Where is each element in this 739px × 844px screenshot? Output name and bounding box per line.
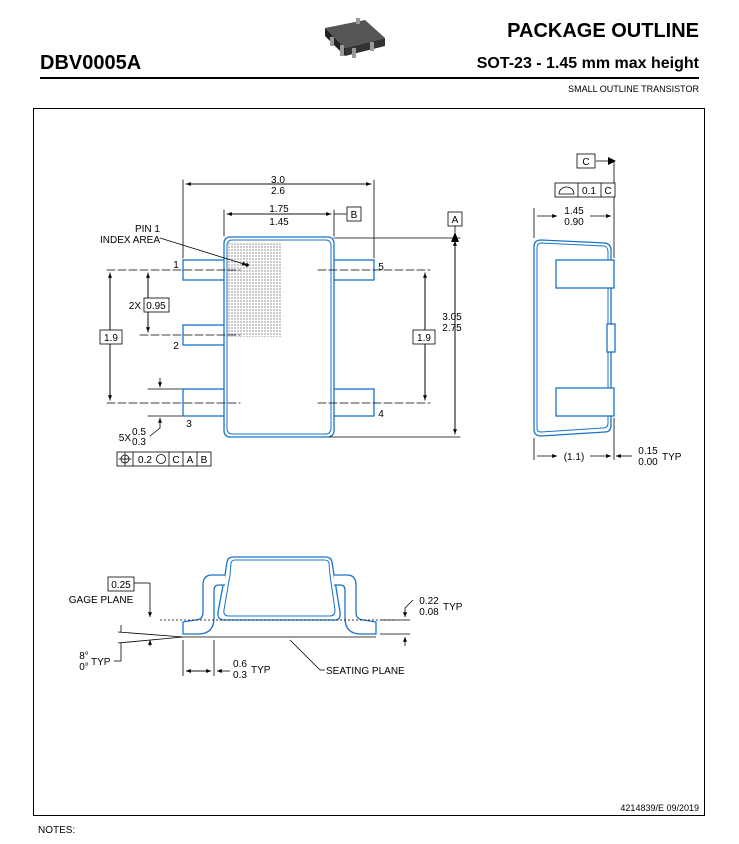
side-standoff-ref: (1.1)	[564, 452, 585, 463]
page-title: PACKAGE OUTLINE	[507, 20, 699, 42]
dim-body-width-max: 1.75	[269, 204, 289, 215]
datum-b-label: B	[351, 210, 358, 221]
package-description: SMALL OUTLINE TRANSISTOR	[568, 84, 699, 94]
span-right-box	[412, 329, 436, 345]
notes-label: NOTES:	[38, 825, 76, 836]
pin1-label-line2: INDEX AREA	[100, 235, 160, 246]
datum-c-label: C	[582, 157, 589, 168]
fcf-datum-2: A	[187, 455, 194, 466]
side-standoff-min: 0.00	[638, 457, 658, 468]
gage-plane-label: GAGE PLANE	[69, 595, 134, 606]
seating-plane-label: SEATING PLANE	[326, 666, 405, 677]
dim-total-width-min: 2.6	[271, 186, 285, 197]
fcf-datum-1: C	[172, 455, 179, 466]
detail-view-body	[217, 556, 341, 621]
detail-view-lead-left	[182, 574, 225, 635]
drawing-frame	[33, 108, 705, 816]
pin-number-4: 4	[378, 409, 384, 420]
foot-length-typ: TYP	[251, 665, 271, 676]
header-divider	[40, 77, 699, 79]
angle-typ: TYP	[91, 657, 111, 668]
foot-length-max: 0.6	[233, 659, 247, 670]
position-symbol-icon	[118, 452, 166, 466]
datum-c-box	[576, 153, 596, 169]
dim-pitch-value: 0.95	[146, 301, 166, 312]
datum-b-box	[346, 206, 362, 222]
pin1-label-line1: PIN 1	[135, 224, 160, 235]
lead-width-min: 0.3	[132, 437, 146, 448]
lead-width-label: 5X	[119, 433, 132, 444]
dim-total-width-max: 3.0	[271, 175, 285, 186]
detail-view-lead-right	[334, 574, 377, 635]
angle-min: 0°	[79, 662, 89, 673]
position-tolerance-frame	[116, 451, 212, 467]
angle-max: 8°	[79, 651, 89, 662]
dim-body-width-min: 1.45	[269, 217, 289, 228]
lead-thickness-typ: TYP	[443, 602, 463, 613]
datum-a-box	[447, 211, 463, 227]
pin-number-1: 1	[173, 260, 179, 271]
profile-tol-value: 0.1	[582, 186, 596, 197]
side-height-max: 1.45	[564, 206, 584, 217]
profile-tol-datum: C	[604, 186, 611, 197]
detail-view	[107, 556, 414, 676]
datum-a-label: A	[452, 215, 459, 226]
pitch-box	[143, 297, 170, 313]
dim-length-max: 3.05	[442, 312, 462, 323]
fcf-position-tol: 0.2	[138, 455, 152, 466]
package-id: DBV0005A	[40, 52, 142, 74]
lead-width-max: 0.5	[132, 427, 146, 438]
side-view	[533, 153, 632, 460]
side-standoff-max: 0.15	[638, 446, 658, 457]
side-standoff-typ: TYP	[662, 452, 682, 463]
pin1-index-area	[228, 242, 281, 337]
pin-number-2: 2	[173, 341, 179, 352]
lead-thickness-min: 0.08	[419, 607, 439, 618]
span-left-box	[99, 329, 123, 345]
dim-span-left: 1.9	[104, 333, 118, 344]
gage-value-box	[107, 576, 135, 592]
dim-length-min: 2.75	[442, 323, 462, 334]
top-view	[99, 179, 463, 467]
document-number: 4214839/E 09/2019	[620, 803, 699, 813]
side-view-body	[533, 239, 612, 437]
package-subtitle: SOT-23 - 1.45 mm max height	[476, 55, 699, 72]
dim-span-right: 1.9	[417, 333, 431, 344]
side-height-min: 0.90	[564, 217, 584, 228]
profile-symbol-icon	[558, 186, 575, 195]
fcf-datum-3: B	[201, 455, 208, 466]
pin-number-5: 5	[378, 262, 384, 273]
dim-pitch-label: 2X	[129, 301, 142, 312]
profile-tolerance-frame	[554, 182, 616, 198]
foot-length-min: 0.3	[233, 670, 247, 681]
pin-number-3: 3	[186, 419, 192, 430]
gage-value: 0.25	[111, 580, 131, 591]
lead-thickness-max: 0.22	[419, 596, 439, 607]
